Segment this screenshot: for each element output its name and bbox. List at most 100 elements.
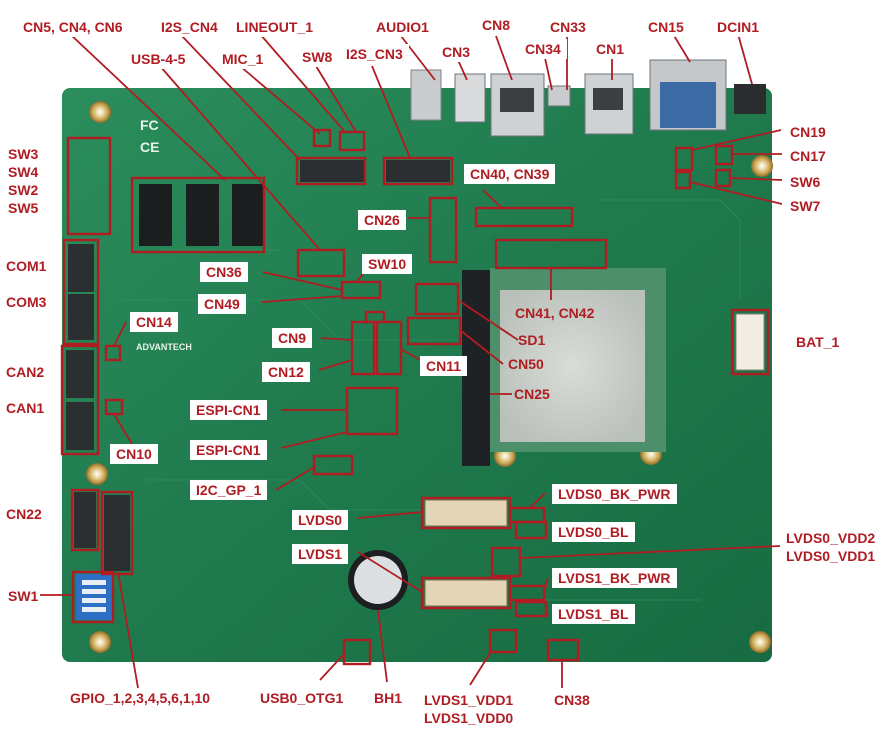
callout-lvds1-bk-pwr: LVDS1_BK_PWR [552, 568, 677, 588]
box-usb-otg [342, 638, 372, 666]
callout-audio1: AUDIO1 [370, 17, 435, 37]
box-gpio [100, 490, 134, 576]
callout-sw7: SW7 [784, 196, 827, 216]
box-cn19 [674, 146, 694, 172]
box-cn11 [375, 320, 403, 376]
callout-sw4: SW4 [8, 164, 39, 180]
mounting-hole [89, 631, 111, 653]
box-lvds1-vdd [488, 628, 518, 654]
callout-gpio: GPIO_1,2,3,4,5,6,1,10 [70, 690, 211, 706]
box-lvds0-vdd [490, 546, 522, 578]
ce-mark: CE [140, 139, 159, 155]
box-cn38 [546, 638, 580, 662]
bat-connector [735, 313, 765, 371]
callout-lvds0-bk-pwr: LVDS0_BK_PWR [552, 484, 677, 504]
callout-mic-1: MIC_1 [216, 49, 270, 69]
pcie-slots [139, 184, 265, 246]
box-can [60, 344, 100, 456]
callout-can2: CAN2 [6, 364, 45, 380]
box-mic [312, 128, 332, 148]
callout-lvds0: LVDS0 [292, 510, 349, 530]
callout-lvds1-bl: LVDS1_BL [552, 604, 635, 624]
highlight-boxes [60, 128, 770, 666]
box-sw7 [674, 170, 692, 190]
mounting-hole [751, 155, 773, 177]
callout-sw5: SW5 [8, 200, 39, 216]
box-i2c [312, 454, 354, 476]
dsub-body [660, 82, 716, 128]
callout-bh1: BH1 [374, 690, 403, 706]
usbc-port-icon [547, 85, 571, 107]
box-bat [730, 308, 770, 376]
dip-switch-keys [82, 580, 106, 612]
callout-lvds1: LVDS1 [292, 544, 349, 564]
callout-sw2: SW2 [8, 182, 39, 198]
rear-io [410, 59, 766, 137]
audio-jack [410, 69, 442, 121]
mounting-hole [86, 463, 108, 485]
soc-heatspreader [500, 290, 645, 442]
can1-header [66, 402, 94, 450]
cn22-header [74, 492, 96, 548]
box-com [62, 238, 100, 346]
pin-headers [66, 160, 450, 571]
callout-lineout-1: LINEOUT_1 [230, 17, 320, 37]
box-cn40 [474, 206, 574, 228]
lvds1-connector [424, 579, 508, 607]
box-cn14 [104, 344, 122, 362]
callout-espi-cn1-a: ESPI-CN1 [190, 400, 267, 420]
callout-lvds0-vdd1: LVDS0_VDD1 [786, 548, 876, 564]
callout-cn25: CN25 [514, 386, 550, 402]
dc-jack [734, 84, 766, 114]
usb-port-icon [454, 73, 486, 123]
callout-com3: COM3 [6, 294, 47, 310]
brand-mark: ADVANTECH [136, 342, 192, 352]
callout-cn11: CN11 [420, 356, 468, 376]
callout-usb0-otg1: USB0_OTG1 [260, 690, 344, 706]
mounting-hole [749, 631, 771, 653]
callout-dcin1: DCIN1 [711, 17, 766, 37]
leader-lines [40, 33, 783, 689]
i2s-header [300, 160, 364, 182]
box-cn26 [428, 196, 458, 264]
callout-cn49: CN49 [198, 294, 246, 314]
box-lvds1-bk [508, 584, 546, 602]
rj45-opening [593, 88, 623, 110]
pcie-slot [139, 184, 172, 246]
callout-sw8: SW8 [296, 47, 339, 67]
box-small-top [338, 130, 366, 152]
box-cn22 [70, 488, 100, 552]
rj45-opening [500, 88, 534, 112]
callout-cn22: CN22 [6, 506, 42, 522]
box-i2s4 [295, 156, 367, 186]
lvds0-connector [424, 499, 508, 527]
callout-cn40-cn39: CN40, CN39 [464, 164, 556, 184]
callout-cn9: CN9 [272, 328, 313, 348]
callout-cn50: CN50 [508, 356, 544, 372]
coin-cell-top [354, 556, 402, 604]
box-i2s3 [382, 156, 454, 186]
pcie-slot [186, 184, 219, 246]
box-pcie [130, 176, 266, 254]
callout-cn12: CN12 [262, 362, 310, 382]
callout-cn41-cn42: CN41, CN42 [515, 305, 595, 321]
fcc-mark: FC [140, 117, 159, 133]
callout-i2s-cn3: I2S_CN3 [340, 44, 409, 64]
gpio-header [104, 495, 130, 571]
i2s-header [386, 160, 450, 182]
com1-header [68, 244, 94, 292]
callout-cn17: CN17 [784, 146, 832, 166]
callout-cn34: CN34 [519, 39, 567, 59]
callout-cn3: CN3 [436, 42, 477, 62]
callout-sw1: SW1 [8, 588, 39, 604]
box-cn17 [714, 144, 734, 166]
callout-usb-4-5: USB-4-5 [125, 49, 192, 69]
callout-bat-1: BAT_1 [796, 334, 840, 350]
box-cn9 [350, 320, 376, 376]
callout-lvds0-bl: LVDS0_BL [552, 522, 635, 542]
callout-lvds0-vdd2: LVDS0_VDD2 [786, 530, 876, 546]
box-sd1 [414, 282, 460, 316]
callout-sw10: SW10 [362, 254, 413, 274]
